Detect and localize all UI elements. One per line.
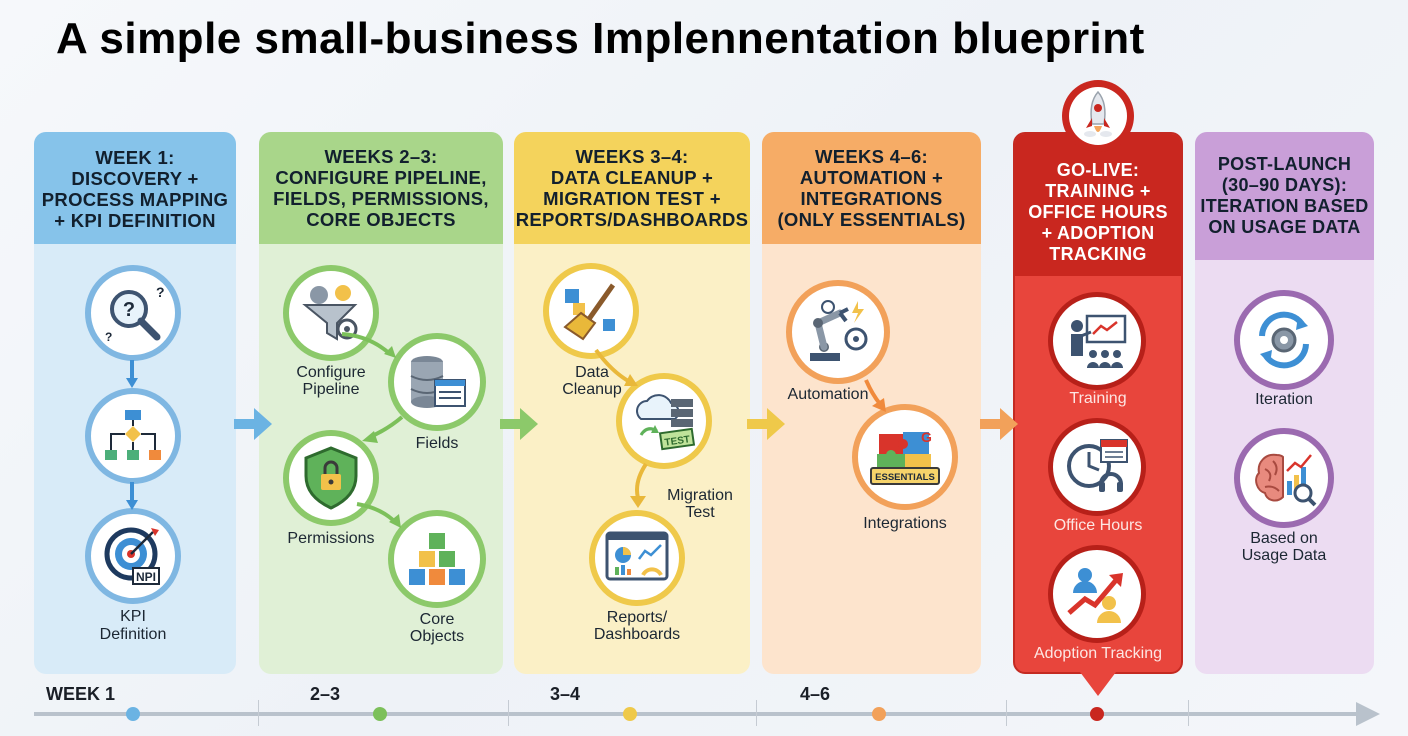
svg-text:?: ?	[156, 284, 165, 300]
phase-post-launch: POST-LAUNCH (30–90 DAYS): ITERATION BASE…	[1195, 132, 1374, 674]
label-based-on-usage-data: Based on Usage Data	[1241, 530, 1327, 564]
presenter-icon	[1048, 292, 1146, 390]
question-magnifier-icon: ???	[85, 265, 181, 361]
label-migration-test: Migration Test	[667, 487, 733, 521]
label-training: Training	[1069, 390, 1127, 407]
label-data-cleanup: Data Cleanup	[562, 364, 622, 398]
puzzle-icon: G ESSENTIALS	[852, 404, 958, 510]
shield-lock-icon	[283, 430, 379, 526]
timeline-tick	[1188, 700, 1189, 726]
svg-text:G: G	[921, 429, 932, 445]
phase-header: WEEKS 2–3: CONFIGURE PIPELINE, FIELDS, P…	[259, 132, 503, 244]
phase-arrow	[234, 408, 272, 440]
flowchart-icon	[85, 388, 181, 484]
phase-header: GO-LIVE: TRAINING + OFFICE HOURS + ADOPT…	[1015, 134, 1181, 276]
brain-chart-icon	[1234, 428, 1334, 528]
robot-arm-icon	[786, 280, 890, 384]
svg-text:?: ?	[105, 330, 112, 344]
phase-header: WEEKS 4–6: AUTOMATION + INTEGRATIONS (ON…	[762, 132, 981, 244]
flow-arrow	[362, 415, 404, 443]
label-adoption-tracking: Adoption Tracking	[1033, 645, 1163, 662]
flow-arrow	[126, 360, 138, 388]
phase-arrow	[747, 408, 785, 440]
timeline-axis	[34, 712, 1360, 716]
phase-arrow	[500, 408, 538, 440]
timeline-dot-go-live	[1090, 707, 1104, 721]
broom-icon	[543, 263, 639, 359]
svg-text:ESSENTIALS: ESSENTIALS	[875, 472, 935, 483]
page-title: A simple small-business Implennentation …	[56, 14, 1145, 63]
timeline-tick	[1006, 700, 1007, 726]
phase-header: WEEK 1: DISCOVERY + PROCESS MAPPING + KP…	[34, 132, 236, 244]
flow-arrow	[356, 502, 401, 528]
cycle-gear-icon	[1234, 290, 1334, 390]
rocket-badge	[1058, 76, 1138, 156]
timeline-tick	[258, 700, 259, 726]
label-automation: Automation	[787, 386, 869, 403]
flow-arrow	[630, 462, 648, 508]
timeline-arrowhead	[1356, 702, 1380, 726]
timeline-label-3-4: 3–4	[550, 684, 581, 704]
timeline-tick	[756, 700, 757, 726]
label-permissions: Permissions	[287, 530, 375, 547]
clock-calendar-icon	[1048, 418, 1146, 516]
database-icon	[388, 333, 486, 431]
label-configure-pipeline: Configure Pipeline	[296, 364, 366, 398]
label-office-hours: Office Hours	[1053, 517, 1143, 534]
timeline-label-2-3: 2–3	[310, 684, 341, 704]
timeline-tick	[508, 700, 509, 726]
timeline-dot-weeks-3-4	[623, 707, 637, 721]
timeline-dot-weeks-2-3	[373, 707, 387, 721]
phase-weeks-4-6: WEEKS 4–6: AUTOMATION + INTEGRATIONS (ON…	[762, 132, 981, 674]
svg-text:NPI: NPI	[136, 570, 156, 584]
funnel-gear-icon	[283, 265, 379, 361]
target-icon: NPI	[85, 508, 181, 604]
growth-arrow-icon	[1048, 545, 1146, 643]
label-fields: Fields	[415, 435, 459, 452]
timeline-label-week-1: WEEK 1	[46, 684, 116, 704]
timeline-dot-week-1	[126, 707, 140, 721]
flow-arrow	[126, 482, 138, 510]
cloud-server-icon: TEST	[616, 373, 712, 469]
flow-arrow	[864, 379, 886, 412]
svg-text:TEST: TEST	[664, 434, 691, 448]
timeline-dot-weeks-4-6	[872, 707, 886, 721]
label-kpi-definition: KPI Definition	[99, 608, 167, 643]
label-reports-dashboards: Reports/ Dashboards	[593, 609, 681, 643]
svg-text:?: ?	[123, 299, 135, 321]
dashboard-icon	[589, 510, 685, 606]
phase-header: POST-LAUNCH (30–90 DAYS): ITERATION BASE…	[1195, 132, 1374, 260]
phase-arrow	[980, 408, 1018, 440]
label-core-objects: Core Objects	[409, 611, 465, 645]
flow-arrow	[341, 332, 396, 358]
go-live-pointer	[1080, 672, 1116, 696]
timeline-label-4-6: 4–6	[800, 684, 831, 704]
phase-week-1: WEEK 1: DISCOVERY + PROCESS MAPPING + KP…	[34, 132, 236, 674]
label-iteration: Iteration	[1255, 391, 1313, 408]
phase-header: WEEKS 3–4: DATA CLEANUP + MIGRATION TEST…	[514, 132, 750, 244]
label-integrations: Integrations	[863, 515, 947, 532]
flow-arrow	[594, 348, 638, 386]
cubes-icon	[388, 510, 486, 608]
